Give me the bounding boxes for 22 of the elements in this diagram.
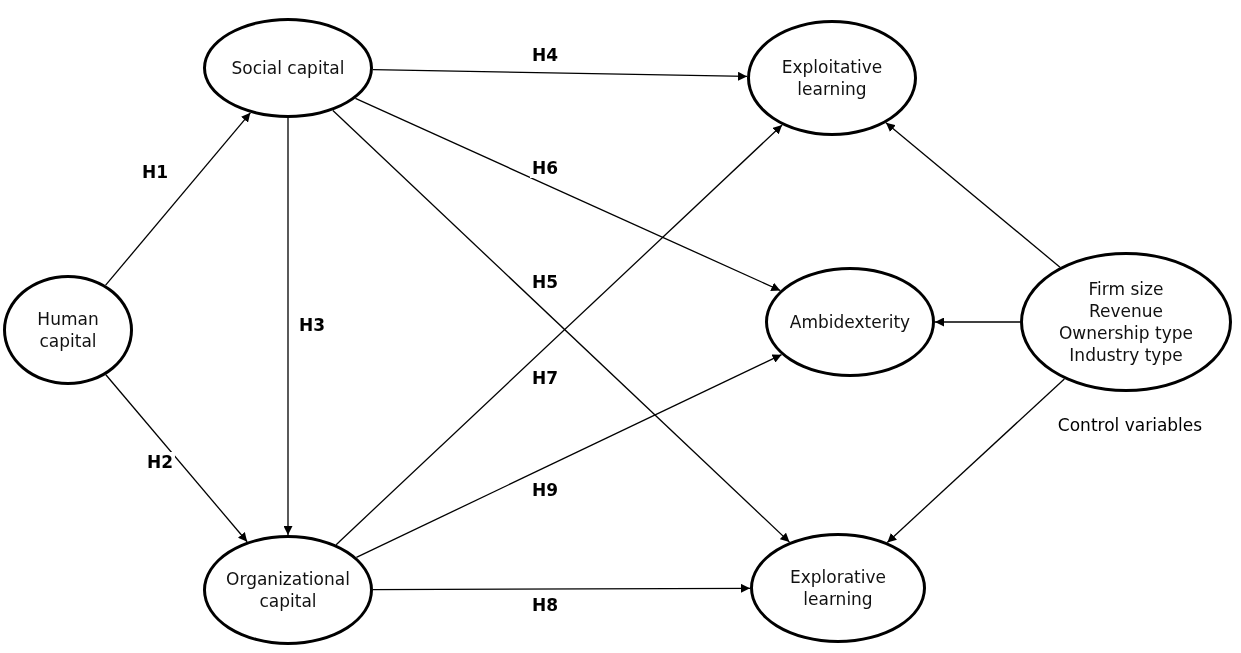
arrow bbox=[105, 112, 251, 286]
node-label: Human capital bbox=[36, 307, 100, 353]
arrow bbox=[934, 317, 1021, 327]
arrow bbox=[372, 583, 751, 593]
arrow bbox=[105, 374, 248, 543]
node-label: Ambidexterity bbox=[789, 310, 911, 334]
arrow bbox=[372, 68, 748, 81]
node-label: Revenue bbox=[1088, 299, 1163, 322]
caption-text: Control variables bbox=[1057, 415, 1203, 435]
node-label: Organizational capital bbox=[225, 567, 351, 613]
node-label: Explorative learning bbox=[788, 565, 887, 611]
edge-label: H6 bbox=[529, 158, 561, 178]
arrow bbox=[885, 122, 1061, 268]
node-label: Social capital bbox=[231, 56, 345, 80]
node-label: Exploitative learning bbox=[780, 55, 884, 101]
node-label: Industry type bbox=[1069, 344, 1183, 367]
arrow bbox=[355, 354, 783, 558]
arrow bbox=[283, 117, 293, 536]
node-label: Firm size bbox=[1088, 277, 1164, 300]
arrow bbox=[886, 378, 1065, 544]
node-label: Ownership type bbox=[1058, 322, 1193, 345]
arrow bbox=[354, 97, 781, 292]
